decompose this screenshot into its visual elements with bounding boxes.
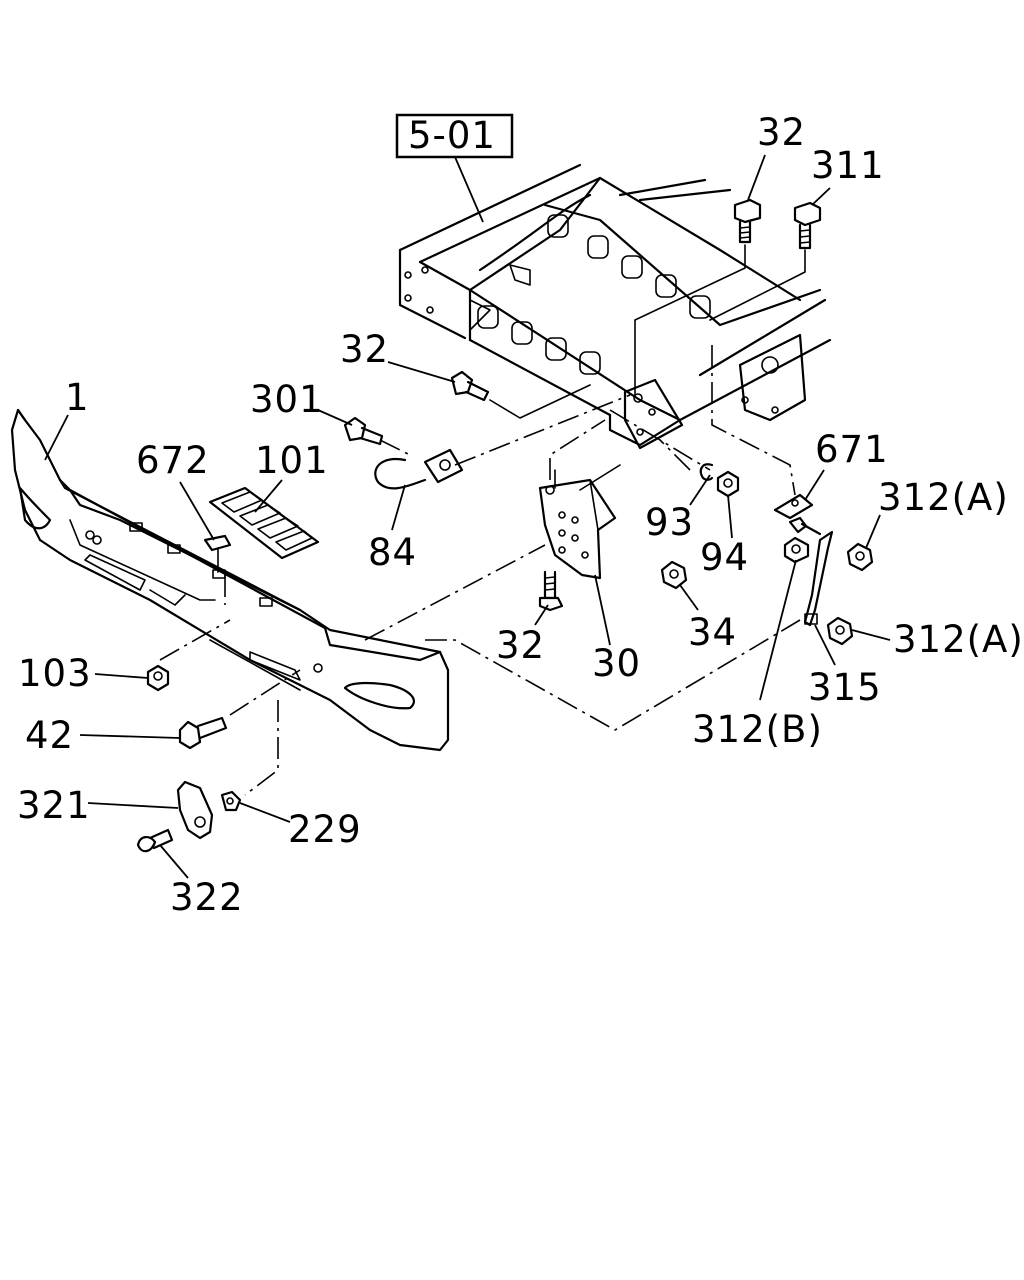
bolt-671 (788, 516, 822, 536)
bolt-301 (343, 416, 384, 446)
nut-312a-low (826, 616, 854, 646)
callout-1: 1 (65, 376, 90, 419)
bracket-671 (773, 493, 814, 520)
callout-301: 301 (250, 378, 324, 421)
callout-32-mid: 32 (340, 328, 389, 371)
reference-label: 5-01 (408, 114, 496, 157)
callout-672: 672 (136, 439, 210, 482)
frame-bracket (623, 378, 684, 450)
nut-94 (716, 470, 740, 498)
plate-321 (176, 780, 214, 840)
callout-321: 321 (17, 784, 91, 827)
connector-lines (489, 244, 806, 491)
nut-312a-top (846, 542, 874, 572)
callout-labels: 32 311 32 301 1 672 101 84 671 312(A) 93… (17, 111, 1024, 919)
leader-lines (44, 154, 891, 879)
nut-312b (783, 536, 810, 564)
bolt-32-low (538, 570, 564, 612)
callout-93: 93 (645, 501, 694, 544)
front-bumper (10, 408, 450, 752)
callout-315: 315 (808, 666, 882, 709)
stay-315 (803, 530, 834, 627)
tow-hook (374, 448, 464, 490)
callout-312a-top: 312(A) (878, 476, 1009, 519)
callout-322: 322 (170, 876, 244, 919)
callout-311: 311 (811, 144, 885, 187)
callout-32-top: 32 (757, 111, 806, 154)
bracket-30 (538, 478, 617, 580)
clip-672 (203, 534, 232, 573)
callout-34: 34 (688, 611, 737, 654)
callout-671: 671 (815, 428, 889, 471)
chassis-frame (398, 163, 832, 447)
nut-229 (220, 790, 242, 812)
callout-94: 94 (700, 536, 749, 579)
reference-box: 5-01 (395, 113, 514, 223)
callout-32-low: 32 (496, 624, 545, 667)
callout-312a-low: 312(A) (893, 618, 1024, 661)
bumper-grille-insert (208, 486, 320, 560)
washer-93 (699, 463, 714, 481)
callout-30: 30 (592, 642, 641, 685)
callout-84: 84 (368, 531, 417, 574)
callout-42: 42 (25, 714, 74, 757)
nut-34 (660, 560, 688, 590)
callout-312b: 312(B) (692, 708, 823, 751)
screw-322 (136, 828, 174, 853)
nut-103 (146, 664, 170, 692)
callout-103: 103 (18, 652, 92, 695)
assembly-lines (159, 345, 801, 796)
callout-101: 101 (255, 439, 329, 482)
bolt-32-top (733, 198, 762, 244)
callout-229: 229 (288, 808, 362, 851)
bolt-42 (178, 716, 228, 750)
bolt-32-mid (450, 370, 490, 402)
bolt-311 (793, 201, 822, 250)
